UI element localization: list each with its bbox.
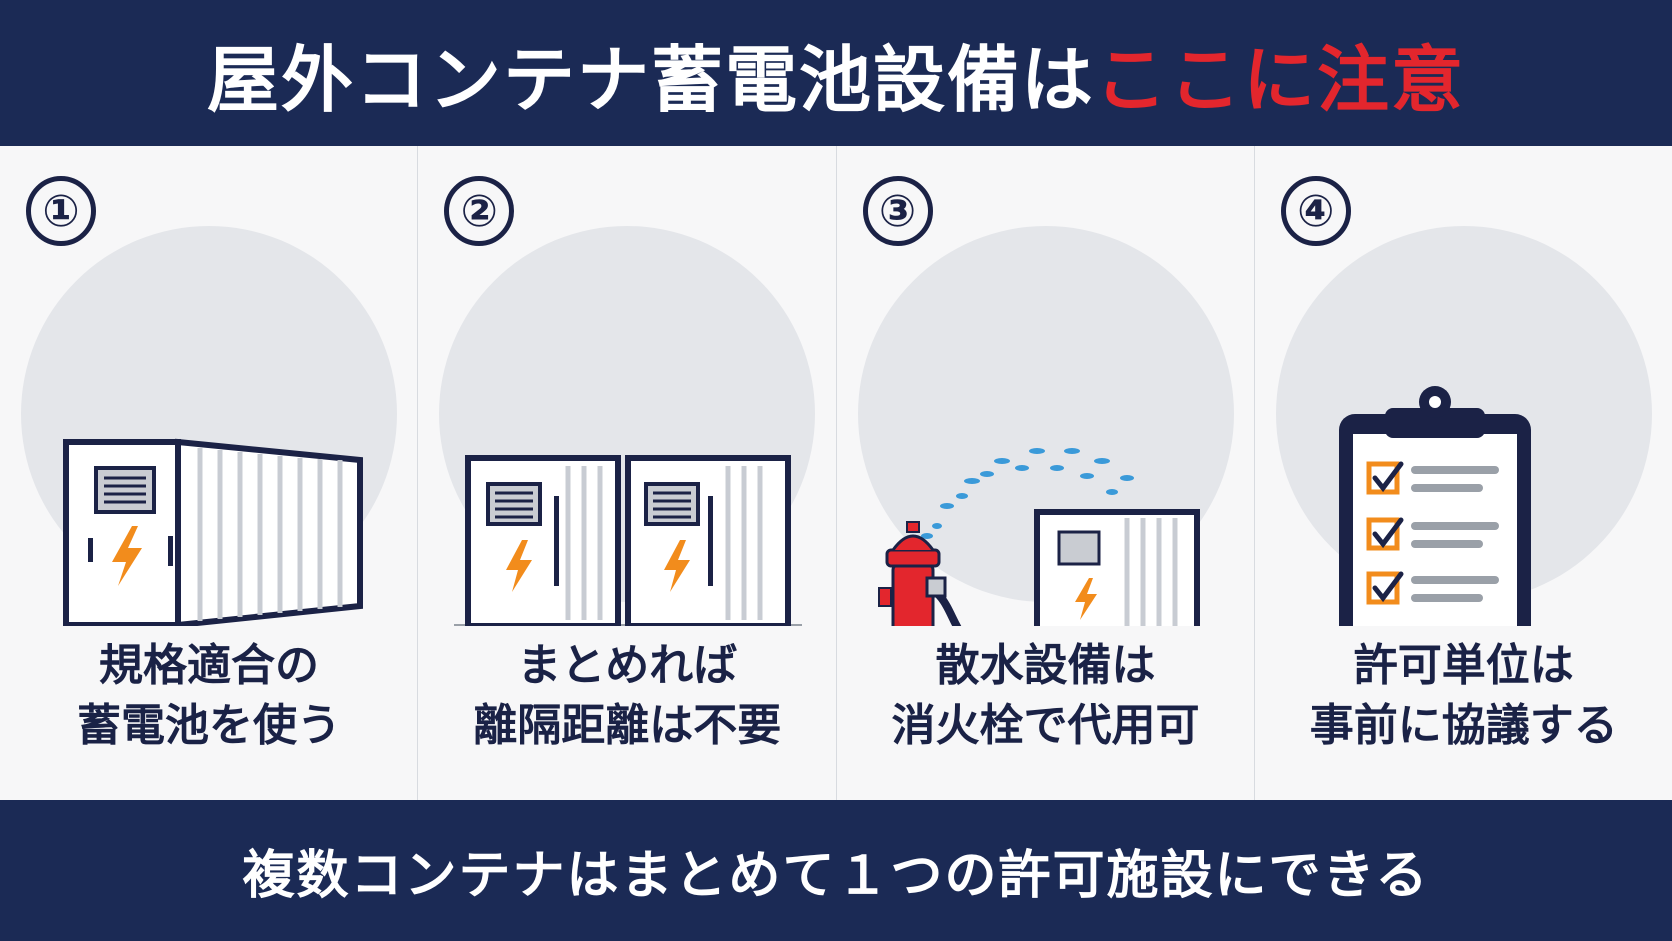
panel-1-number: ①	[26, 176, 96, 246]
panel-2-number: ②	[444, 176, 515, 246]
fire-hydrant-spray-icon	[877, 448, 1200, 626]
panel-1-caption: 規格適合の 蓄電池を使う	[0, 636, 418, 756]
title-main: 屋外コンテナ蓄電池設備は	[206, 37, 1095, 122]
caption-line: 許可単位は	[1353, 640, 1574, 691]
caption-line: 散水設備は	[935, 640, 1156, 691]
panel-4-number: ④	[1280, 176, 1351, 246]
battery-container-icon	[63, 438, 363, 626]
footer-banner: 複数コンテナはまとめて１つの許可施設にできる	[0, 800, 1672, 941]
panel-4-caption: 許可単位は 事前に協議する	[1255, 636, 1672, 756]
panel-2-caption: まとめれば 離隔距離は不要	[418, 636, 836, 756]
header-banner: 屋外コンテナ蓄電池設備はここに注意	[0, 0, 1672, 146]
panel-2: ② まとめれば 離隔距離は不要	[418, 146, 837, 800]
caption-line: 消火栓で代用可	[891, 700, 1200, 751]
caption-line: 離隔距離は不要	[473, 700, 782, 751]
title-accent: ここに注意	[1095, 37, 1466, 122]
caption-line: 事前に協議する	[1309, 700, 1618, 751]
caption-line: まとめれば	[517, 640, 738, 691]
tips-panels: ① 規格適合の 蓄電池を使う	[0, 146, 1672, 800]
panel-3-caption: 散水設備は 消火栓で代用可	[837, 636, 1255, 756]
panel-4: ④ 許可単位は 事前に協議する	[1254, 146, 1672, 800]
page-title: 屋外コンテナ蓄電池設備はここに注意	[207, 21, 1465, 126]
panel-1: ① 規格適合の 蓄電池を使う	[0, 146, 419, 800]
two-containers-icon	[454, 455, 803, 626]
footer-text: 複数コンテナはまとめて１つの許可施設にできる	[242, 846, 1430, 906]
checklist-clipboard-icon	[1338, 386, 1531, 626]
caption-line: 規格適合の	[99, 640, 319, 691]
panel-3-number: ③	[862, 176, 933, 246]
caption-line: 蓄電池を使う	[77, 700, 341, 751]
panel-3: ③ 散水設備は 消火栓で代用可	[836, 146, 1255, 800]
